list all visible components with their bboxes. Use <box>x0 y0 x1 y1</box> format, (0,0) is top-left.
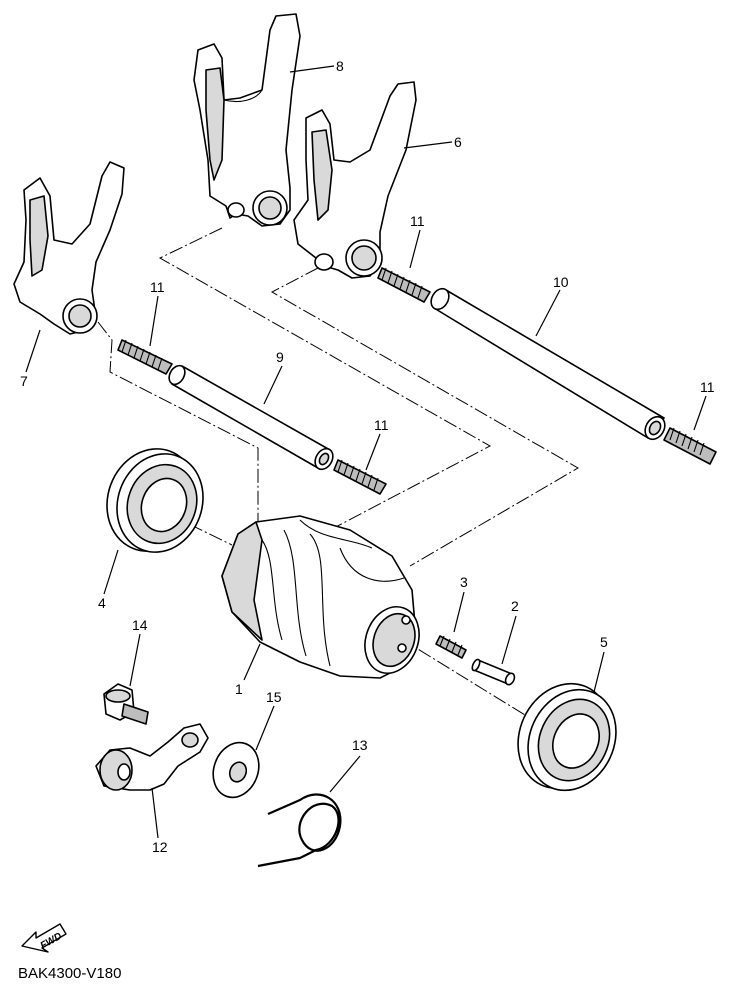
callout-6: 6 <box>454 134 462 150</box>
shift-fork-8 <box>193 13 301 227</box>
stopper-lever-12 <box>95 723 209 791</box>
shift-drum-1 <box>221 515 420 679</box>
callout-11-c: 11 <box>150 279 165 295</box>
fwd-arrow-icon: FWD <box>21 923 67 953</box>
diagram-code: BAK4300-V180 <box>18 965 121 982</box>
pin-2 <box>471 658 516 686</box>
callout-9: 9 <box>276 349 284 365</box>
bolt-14 <box>103 683 149 725</box>
bearing-4 <box>106 448 204 553</box>
bearing-5 <box>517 682 617 792</box>
callout-3: 3 <box>460 574 468 590</box>
callout-14: 14 <box>132 617 148 633</box>
spring-11-c <box>333 459 387 495</box>
spring-11-d <box>663 427 717 465</box>
callout-12: 12 <box>152 839 168 855</box>
callout-7: 7 <box>20 373 28 389</box>
washer-15 <box>212 741 260 799</box>
leader-lines <box>25 65 707 839</box>
callout-8: 8 <box>336 58 344 74</box>
callout-13: 13 <box>352 737 368 753</box>
spring-11-b <box>117 339 173 375</box>
callout-2: 2 <box>511 598 519 614</box>
callout-4: 4 <box>98 595 106 611</box>
callout-1: 1 <box>235 681 243 697</box>
callout-11-b: 11 <box>700 379 715 395</box>
spring-3 <box>435 635 467 659</box>
fork-shaft-9 <box>168 364 334 471</box>
shift-fork-7 <box>13 161 125 335</box>
callout-10: 10 <box>553 274 569 290</box>
spring-11-a <box>377 267 431 303</box>
callout-11-d: 11 <box>374 417 389 433</box>
callout-5: 5 <box>600 634 608 650</box>
callout-15: 15 <box>266 689 282 705</box>
torsion-spring-13 <box>257 793 342 868</box>
fork-shaft-10 <box>430 287 666 441</box>
shift-fork-6 <box>293 81 417 279</box>
callout-11-a: 11 <box>410 213 425 229</box>
callout-labels: 8 6 11 10 11 7 9 11 11 4 3 2 14 5 1 15 1… <box>20 58 715 855</box>
